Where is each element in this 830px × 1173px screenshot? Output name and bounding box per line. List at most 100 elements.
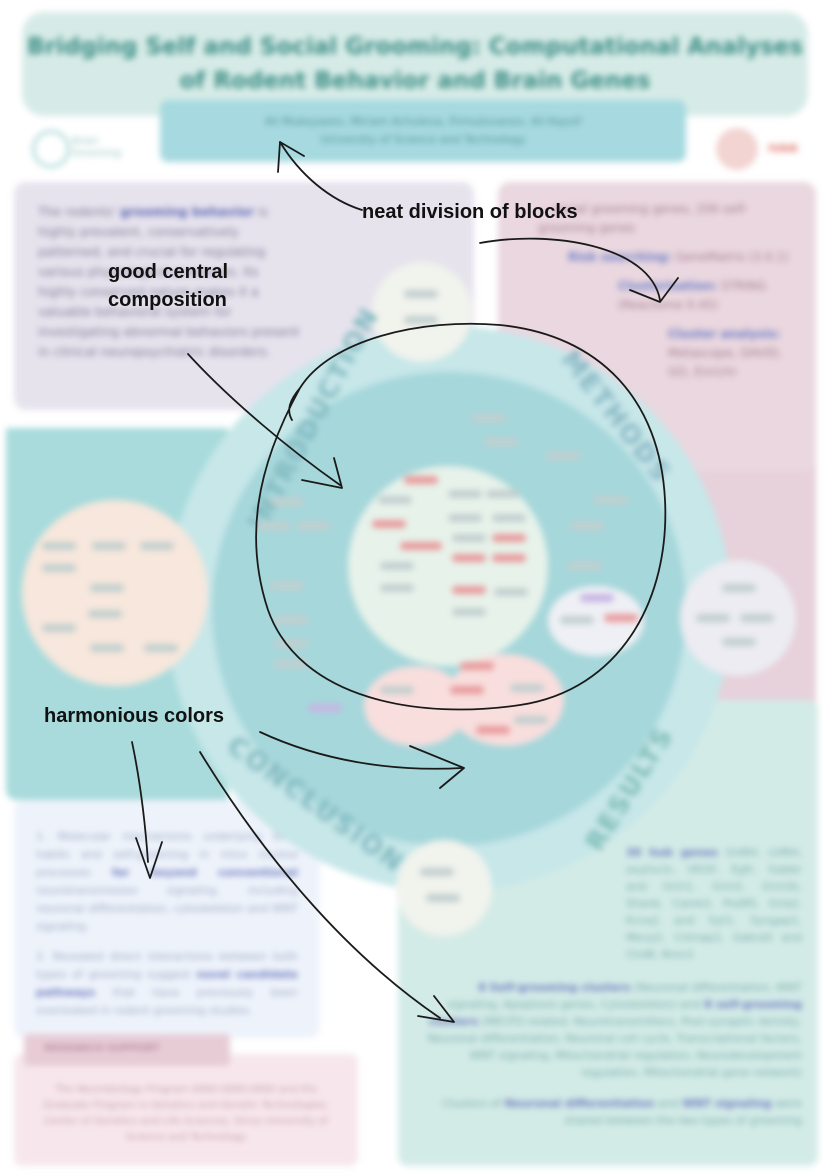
methods-item-1-label: Risk searching: xyxy=(568,250,672,264)
affiliation-text: University of Science and Technology xyxy=(320,133,526,146)
gene-node xyxy=(594,496,628,504)
left-gene-circle xyxy=(22,500,208,686)
results-p2-rest: (MECP2-related, Neurotransmitters, Post-… xyxy=(427,1015,802,1079)
gene-node xyxy=(722,638,756,646)
results-paragraph-1: 30 hub genes GnRH, LHRH, oxytocin, VEGF,… xyxy=(626,844,802,963)
gene-node xyxy=(256,522,290,530)
intro-highlight: grooming behavior xyxy=(120,204,254,219)
gene-node xyxy=(486,490,520,498)
gene-node xyxy=(372,520,406,528)
methods-header: ... social grooming genes, 200 self-groo… xyxy=(538,202,748,235)
gene-node xyxy=(560,616,594,624)
methods-item-3-label: Cluster analysis: xyxy=(668,327,781,341)
results-p1-rest: GnRH, LHRH, oxytocin, VEGF, Egfr, Gabbr … xyxy=(626,846,803,961)
gene-node xyxy=(400,542,442,550)
gene-node xyxy=(92,542,126,550)
gene-node xyxy=(604,614,638,622)
results-p3-mid: and xyxy=(658,1097,679,1110)
authors-text: Ali Mukoyazev, Miriam Achuleva, Firmutov… xyxy=(264,115,582,128)
gene-node xyxy=(510,684,544,692)
methods-item-3: Cluster analysis: Metascape, DAVID, GO, … xyxy=(668,325,796,382)
gene-node xyxy=(144,644,178,652)
gene-node xyxy=(580,594,614,602)
gene-node xyxy=(404,476,438,484)
poster-title-box: Bridging Self and Social Grooming: Compu… xyxy=(22,12,808,116)
left-logo: Brain Grooming xyxy=(32,130,132,170)
gene-node xyxy=(42,542,76,550)
gene-node xyxy=(380,584,414,592)
annotation-central-composition-line1: good central xyxy=(108,261,229,283)
methods-item-2: Clusterisation: STRING (Reactome 0.45) xyxy=(618,277,796,315)
gene-node xyxy=(274,660,308,668)
methods-item-2-label: Clusterisation: xyxy=(618,279,718,293)
research-support-text: The Neurobiology Program 0000-0000-0000 … xyxy=(43,1084,329,1143)
gene-node xyxy=(378,496,412,504)
gene-node xyxy=(452,554,486,562)
gene-node xyxy=(460,662,494,670)
methods-item-3-value: Metascape, DAVID, GO, Enrichr xyxy=(668,346,782,379)
bottom-gene-circle xyxy=(396,840,492,936)
intro-rest: is highly prevalent, conservatively patt… xyxy=(38,204,300,359)
gene-node xyxy=(452,608,486,616)
gene-node xyxy=(450,686,484,694)
results-p3-rest: were shared between the two types of gro… xyxy=(564,1097,802,1127)
results-p3-highlight-2: WNT signaling xyxy=(682,1097,772,1110)
authors-box: Ali Mukoyazev, Miriam Achuleva, Firmutov… xyxy=(160,100,686,162)
gene-node xyxy=(404,316,438,324)
annotation-neat-division: neat division of blocks xyxy=(362,201,578,223)
gene-node xyxy=(42,624,76,632)
gene-node xyxy=(740,614,774,622)
gene-node xyxy=(274,616,308,624)
intro-prefix: The rodents' xyxy=(38,204,117,219)
gene-node xyxy=(42,564,76,572)
gene-node xyxy=(88,610,122,618)
results-p3-highlight-1: Neuronal differentiation xyxy=(504,1097,655,1110)
gene-node xyxy=(494,588,528,596)
gene-node xyxy=(568,562,602,570)
gene-node xyxy=(452,534,486,542)
gene-node xyxy=(472,414,506,422)
gene-node xyxy=(270,498,304,506)
gene-node xyxy=(90,644,124,652)
gene-node xyxy=(296,522,330,530)
gene-node xyxy=(492,514,526,522)
gene-node xyxy=(270,582,304,590)
methods-item-1: Risk searching: GeneMatrix (3.0.1) xyxy=(568,248,796,267)
gene-node xyxy=(274,640,308,648)
gene-node xyxy=(308,704,342,712)
gene-node xyxy=(140,542,174,550)
gene-node xyxy=(452,586,486,594)
results-p3-prefix: Clusters of xyxy=(442,1097,502,1110)
right-logo: IVAN xyxy=(716,128,806,172)
gene-node xyxy=(448,514,482,522)
gene-node xyxy=(696,614,730,622)
introduction-text: The rodents' grooming behavior is highly… xyxy=(38,202,300,362)
conclusion-block: 1. Molecular mechanisms underlying both … xyxy=(14,800,320,1038)
results-paragraph-3: Clusters of Neuronal differentiation and… xyxy=(426,1095,802,1129)
gene-node xyxy=(404,290,438,298)
annotation-central-composition-line2: composition xyxy=(108,289,227,311)
left-logo-label: Brain Grooming xyxy=(72,136,122,159)
annotation-harmonious-colors: harmonious colors xyxy=(44,705,225,727)
logo-brain-icon xyxy=(716,128,758,170)
top-gene-circle xyxy=(372,262,472,362)
research-support-label: RESEARCH SUPPORT xyxy=(24,1034,230,1066)
gene-node xyxy=(722,584,756,592)
conclusion-paragraph-2: 2. Revealed direct interactions between … xyxy=(36,948,298,1020)
gene-node xyxy=(380,686,414,694)
results-paragraph-2: 8 Self-grooming clusters (Neuronal diffe… xyxy=(426,979,802,1081)
results-p1-highlight: 30 hub genes xyxy=(626,846,718,859)
logo-ring-icon xyxy=(32,130,70,168)
gene-node xyxy=(420,868,454,876)
gene-node xyxy=(492,534,526,542)
right-logo-label: IVAN xyxy=(768,142,798,155)
poster-title-line1: Bridging Self and Social Grooming: Compu… xyxy=(27,34,803,60)
results-p2-mid: (Neuronal differentiation, WNT signaling… xyxy=(446,981,802,1011)
results-p2-highlight-1: 8 Self-grooming clusters xyxy=(478,981,631,994)
gene-node xyxy=(426,894,460,902)
conclusion-p1-rest: neurotransmission signaling, including n… xyxy=(36,884,298,933)
gene-node xyxy=(546,452,580,460)
gene-node xyxy=(90,584,124,592)
gene-node xyxy=(476,726,510,734)
